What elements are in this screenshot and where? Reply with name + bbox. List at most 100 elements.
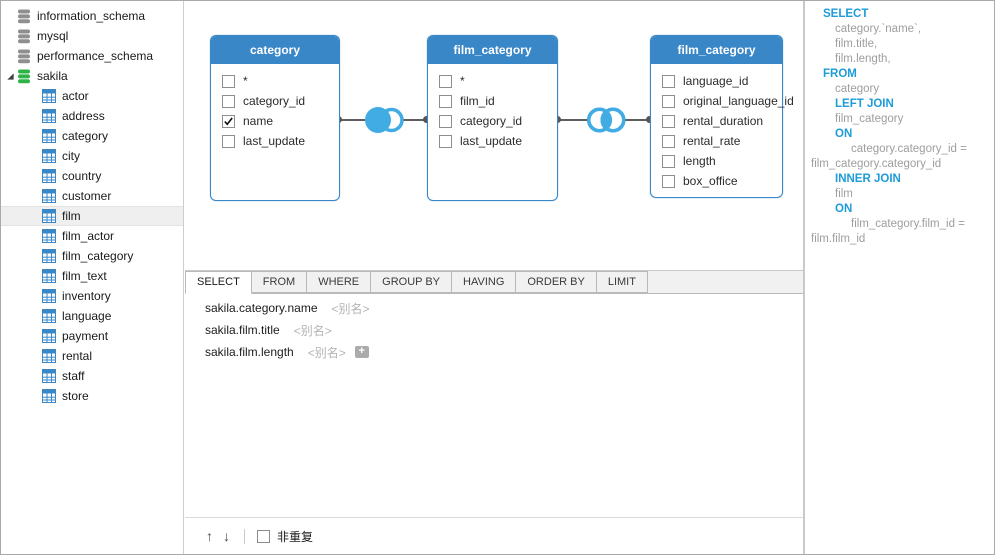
database-gray-icon <box>17 9 31 24</box>
sidebar-item-label: language <box>62 309 112 323</box>
field-checkbox[interactable] <box>662 174 675 188</box>
sidebar-item-label: film_category <box>62 249 134 263</box>
field-label: category_id <box>460 114 523 128</box>
sidebar-item-country[interactable]: country <box>1 166 183 186</box>
table-icon <box>42 169 56 184</box>
tab-from[interactable]: FROM <box>251 271 308 293</box>
field-row[interactable]: last_update <box>439 131 557 151</box>
expression-text[interactable]: sakila.film.title <box>205 323 280 337</box>
tab-limit[interactable]: LIMIT <box>596 271 648 293</box>
field-checkbox[interactable] <box>439 94 452 108</box>
move-up-button[interactable]: ↑ <box>206 528 213 544</box>
field-label: category_id <box>243 94 306 108</box>
field-checkbox[interactable] <box>439 74 452 88</box>
field-row[interactable]: original_language_id <box>662 91 794 111</box>
field-checkbox[interactable] <box>439 134 452 148</box>
field-checkbox[interactable] <box>439 114 452 128</box>
add-expression-button[interactable]: + <box>354 346 369 358</box>
table-card-title[interactable]: film_category <box>428 36 557 64</box>
sidebar-item-information_schema[interactable]: information_schema <box>1 6 183 26</box>
sidebar-item-performance_schema[interactable]: performance_schema <box>1 46 183 66</box>
left-join-icon[interactable] <box>362 104 408 136</box>
sidebar-item-store[interactable]: store <box>1 386 183 406</box>
table-icon <box>42 269 56 284</box>
alias-placeholder[interactable]: <别名> <box>293 323 332 338</box>
field-row[interactable]: length <box>662 151 782 171</box>
sidebar-item-address[interactable]: address <box>1 106 183 126</box>
database-gray-icon <box>17 49 31 64</box>
sidebar-item-film_text[interactable]: film_text <box>1 266 183 286</box>
sidebar-item-city[interactable]: city <box>1 146 183 166</box>
sql-text-line: film_category.film_id = <box>851 218 965 230</box>
field-row[interactable]: rental_duration <box>662 111 782 131</box>
sidebar-item-film_actor[interactable]: film_actor <box>1 226 183 246</box>
sidebar-item-sakila[interactable]: sakila <box>1 66 183 86</box>
sidebar-item-film_category[interactable]: film_category <box>1 246 183 266</box>
select-clause-list: sakila.category.name <别名> sakila.film.titl… <box>185 294 803 517</box>
sidebar-item-customer[interactable]: customer <box>1 186 183 206</box>
field-checkbox[interactable] <box>662 114 675 128</box>
field-row[interactable]: category_id <box>222 91 339 111</box>
field-row[interactable]: rental_rate <box>662 131 782 151</box>
tab-where[interactable]: WHERE <box>307 271 372 293</box>
expand-arrow-icon[interactable] <box>4 72 17 81</box>
sidebar-item-staff[interactable]: staff <box>1 366 183 386</box>
tab-having[interactable]: HAVING <box>452 271 517 293</box>
sidebar-item-inventory[interactable]: inventory <box>1 286 183 306</box>
alias-placeholder[interactable]: <别名> <box>331 301 370 316</box>
sidebar-item-label: film_text <box>62 269 107 283</box>
table-icon <box>42 389 56 404</box>
field-label: name <box>243 114 274 128</box>
field-row[interactable]: * <box>222 71 339 91</box>
sidebar-item-category[interactable]: category <box>1 126 183 146</box>
field-row[interactable]: category_id <box>439 111 557 131</box>
field-row[interactable]: language_id <box>662 71 782 91</box>
table-icon <box>42 289 56 304</box>
field-row[interactable]: * <box>439 71 557 91</box>
table-card-title[interactable]: category <box>211 36 339 64</box>
sql-text-line: film.film_id <box>811 233 866 245</box>
table-icon <box>42 129 56 144</box>
distinct-checkbox[interactable] <box>257 529 270 543</box>
field-checkbox[interactable] <box>662 154 675 168</box>
field-row[interactable]: box_office <box>662 171 782 191</box>
field-row[interactable]: film_id <box>439 91 557 111</box>
distinct-label: 非重复 <box>277 529 314 544</box>
tab-select[interactable]: SELECT <box>185 271 252 294</box>
field-checkbox[interactable] <box>222 94 235 108</box>
sidebar-item-label: staff <box>62 369 85 383</box>
expression-text[interactable]: sakila.category.name <box>205 301 318 315</box>
sidebar-item-payment[interactable]: payment <box>1 326 183 346</box>
tab-group-by[interactable]: GROUP BY <box>371 271 453 293</box>
field-checkbox[interactable] <box>662 134 675 148</box>
inner-join-icon[interactable] <box>583 104 629 136</box>
expression-text[interactable]: sakila.film.length <box>205 345 294 359</box>
table-icon <box>42 229 56 244</box>
sidebar-item-rental[interactable]: rental <box>1 346 183 366</box>
field-row[interactable]: last_update <box>222 131 339 151</box>
sidebar-item-language[interactable]: language <box>1 306 183 326</box>
sidebar-item-label: category <box>62 129 109 143</box>
table-icon <box>42 249 56 264</box>
table-card-title[interactable]: film_category <box>651 36 782 64</box>
field-checkbox[interactable] <box>222 114 235 128</box>
sidebar-item-label: film <box>62 209 81 223</box>
field-checkbox[interactable] <box>662 74 675 88</box>
field-checkbox[interactable] <box>222 134 235 148</box>
move-down-button[interactable]: ↓ <box>223 528 230 544</box>
tab-order-by[interactable]: ORDER BY <box>516 271 597 293</box>
alias-placeholder[interactable]: <别名> <box>307 345 346 360</box>
sidebar-item-label: country <box>62 169 102 183</box>
field-row[interactable]: name <box>222 111 339 131</box>
sidebar-item-actor[interactable]: actor <box>1 86 183 106</box>
sidebar-item-mysql[interactable]: mysql <box>1 26 183 46</box>
database-gray-icon <box>17 29 31 44</box>
field-checkbox[interactable] <box>222 74 235 88</box>
field-checkbox[interactable] <box>662 94 675 108</box>
table-icon <box>42 109 56 124</box>
sidebar-item-film[interactable]: film <box>1 206 183 226</box>
field-label: rental_duration <box>683 114 764 128</box>
